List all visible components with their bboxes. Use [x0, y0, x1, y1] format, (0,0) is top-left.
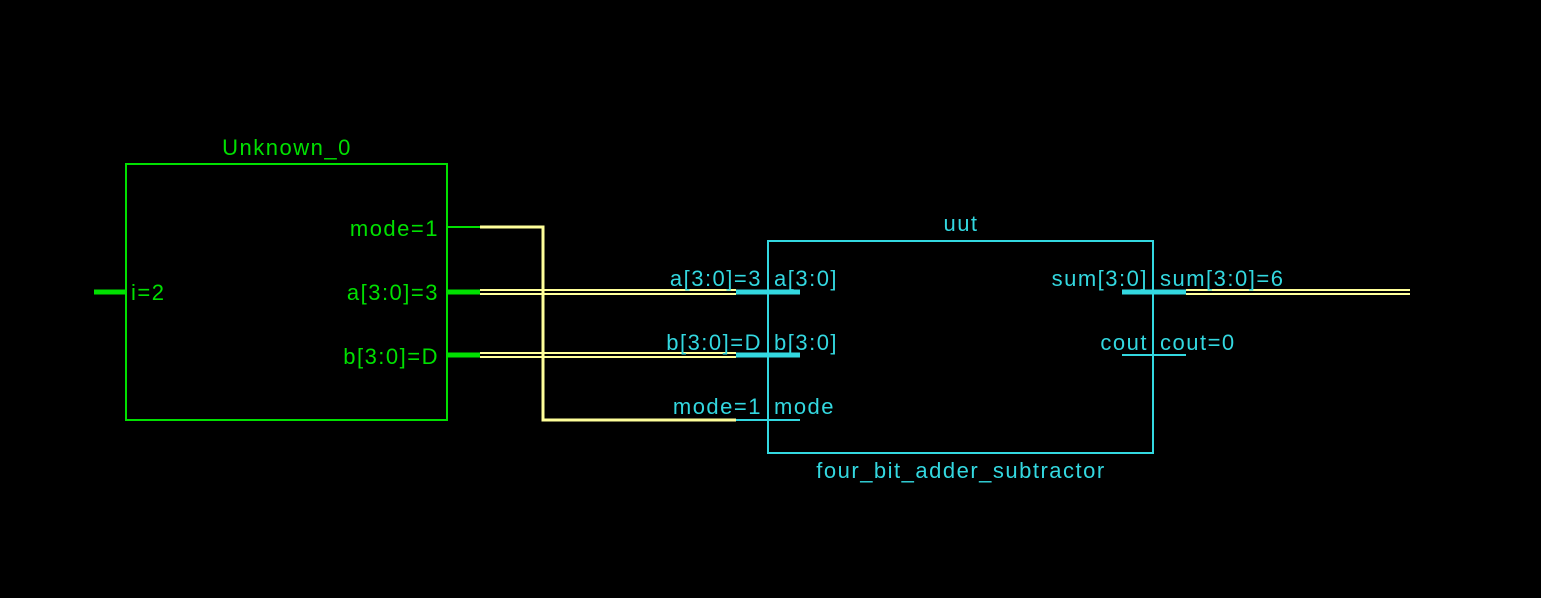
module-b-value: b[3:0]=D — [666, 330, 762, 355]
bus-b[interactable] — [480, 352, 736, 358]
module-b-port: b[3:0] — [774, 330, 838, 355]
stimulus-mode-label: mode=1 — [350, 216, 439, 241]
bus-sum[interactable] — [1186, 289, 1410, 295]
stimulus-input-i-label: i=2 — [131, 280, 165, 305]
stimulus-b-label: b[3:0]=D — [343, 344, 439, 369]
wire-mode[interactable] — [480, 225, 736, 422]
module-mode-port: mode — [774, 394, 835, 419]
module-cout-port: cout — [1100, 330, 1148, 355]
bus-a[interactable] — [480, 289, 736, 295]
module-sum-port: sum[3:0] — [1052, 266, 1148, 291]
stimulus-a-label: a[3:0]=3 — [347, 280, 439, 305]
stimulus-block-title: Unknown_0 — [222, 135, 352, 160]
module-block[interactable]: uut four_bit_adder_subtractor a[3:0]=3 a… — [666, 211, 1284, 483]
stimulus-block[interactable]: Unknown_0 i=2 mode=1 a[3:0]=3 b[3:0]=D — [94, 135, 480, 421]
module-type-name: four_bit_adder_subtractor — [816, 458, 1105, 483]
wires — [480, 225, 1410, 422]
module-cout-value: cout=0 — [1160, 330, 1236, 355]
module-block-box[interactable] — [767, 240, 1154, 454]
module-a-port: a[3:0] — [774, 266, 838, 291]
module-a-value: a[3:0]=3 — [670, 266, 762, 291]
module-mode-value: mode=1 — [673, 394, 762, 419]
module-sum-value: sum[3:0]=6 — [1160, 266, 1284, 291]
module-instance-name: uut — [943, 211, 978, 236]
